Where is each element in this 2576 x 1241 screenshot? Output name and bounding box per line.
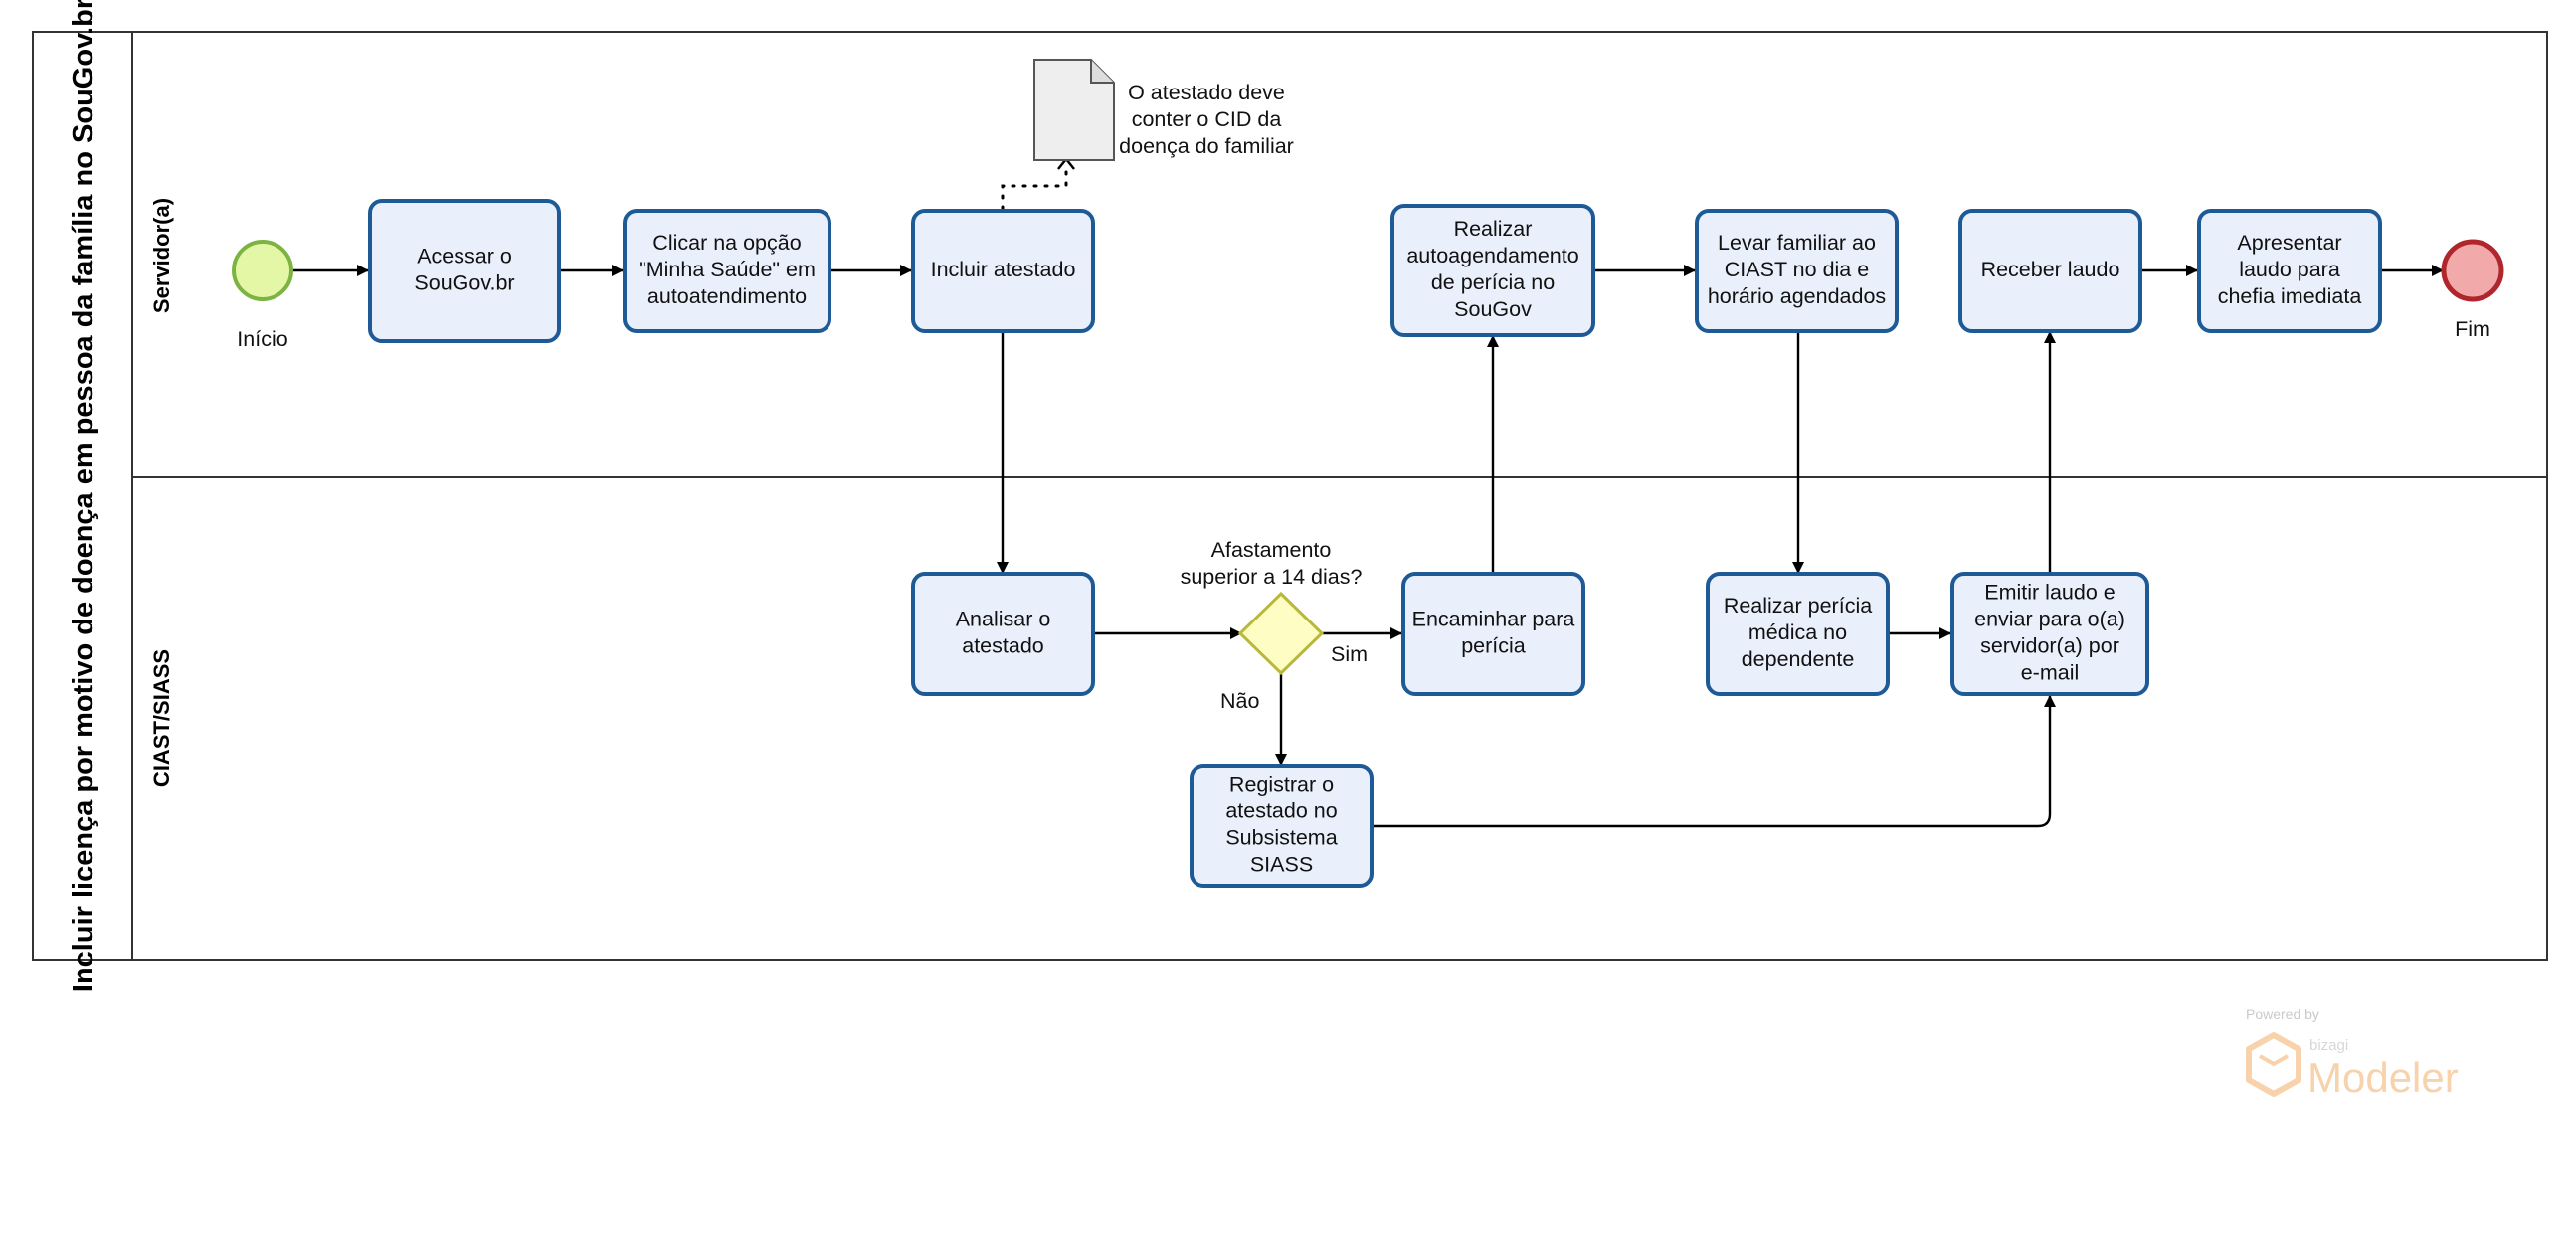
task-label-line: SouGov.br	[414, 271, 514, 295]
task-label-line: chefia imediata	[2218, 284, 2362, 308]
task-box[interactable]	[1401, 572, 1585, 696]
start-event[interactable]	[232, 240, 293, 301]
annotation-document	[1033, 59, 1115, 161]
task-label-line: atestado no	[1225, 799, 1337, 823]
task-label-line: autoatendimento	[647, 284, 807, 308]
gateway-yes-label: Sim	[1331, 642, 1368, 666]
task-label-line: laudo para	[2239, 258, 2340, 281]
gateway-question-line: superior a 14 dias?	[1181, 565, 1363, 589]
task-label-line: Apresentar	[2237, 231, 2341, 255]
task-label-line: médica no	[1748, 620, 1847, 644]
task-box[interactable]	[1390, 204, 1595, 337]
task-label-line: Encaminhar para	[1412, 608, 1575, 631]
task-incluir[interactable]: Incluir atestado	[911, 209, 1095, 333]
task-label-line: Levar familiar ao	[1718, 231, 1876, 255]
task-receber[interactable]: Receber laudo	[1958, 209, 2142, 333]
task-label-line: horário agendados	[1708, 284, 1886, 308]
start-event-label: Início	[237, 327, 287, 351]
lane-label-servidor: Servidor(a)	[149, 198, 174, 313]
watermark-brand-text: bizagi	[2309, 1037, 2348, 1054]
task-label-line: Registrar o	[1229, 773, 1334, 797]
task-levar[interactable]: Levar familiar ao CIAST no dia e horário a…	[1695, 209, 1899, 333]
task-box[interactable]	[1958, 209, 2142, 333]
annotation-text-line: doença do familiar	[1119, 134, 1294, 158]
task-label-line: perícia	[1461, 634, 1526, 658]
task-analisar[interactable]: Analisar o atestado	[911, 572, 1095, 696]
task-label-line: Clicar na opção	[652, 231, 801, 255]
pool-title: Incluir licença por motivo de doença em …	[68, 0, 99, 992]
task-label-line: de perícia no	[1431, 270, 1555, 294]
task-label-line: servidor(a) por	[1980, 634, 2119, 658]
task-emitir[interactable]: Emitir laudo e enviar para o(a) servidor(a…	[1950, 572, 2149, 696]
task-box[interactable]	[911, 209, 1095, 333]
bizagi-logo-icon	[2246, 1032, 2301, 1097]
gateway-question-line: Afastamento	[1211, 538, 1332, 562]
watermark-powered-text: Powered by	[2246, 1006, 2319, 1022]
task-label-line: e-mail	[2021, 661, 2080, 685]
annotation-association	[1001, 165, 1068, 211]
task-label-line: enviar para o(a)	[1974, 608, 2125, 631]
task-label-line: "Minha Saúde" em	[639, 258, 816, 281]
task-label-line: SIASS	[1250, 853, 1313, 877]
lane-label-ciast: CIAST/SIASS	[149, 649, 174, 787]
task-box[interactable]	[1190, 764, 1374, 888]
watermark-product-text: Modeler	[2307, 1054, 2459, 1101]
task-label-line: SouGov	[1454, 297, 1532, 321]
task-label-line: Receber laudo	[1981, 258, 2120, 281]
annotation-text: O atestado deve conter o CID da doença do …	[1119, 81, 1294, 158]
task-box[interactable]	[1695, 209, 1899, 333]
task-clicar[interactable]: Clicar na opção "Minha Saúde" em autoatend…	[623, 209, 831, 333]
pool	[32, 31, 2548, 961]
task-label-line: Analisar o	[956, 608, 1051, 631]
annotation-text-line: conter o CID da	[1132, 107, 1282, 131]
task-label-line: dependente	[1742, 647, 1855, 671]
task-apresentar[interactable]: Apresentar laudo para chefia imediata	[2197, 209, 2382, 333]
end-event-label: Fim	[2455, 317, 2490, 341]
task-realizar-auto[interactable]: Realizar autoagendamento de perícia no SouG…	[1390, 204, 1595, 337]
task-label-line: Subsistema	[1225, 826, 1337, 850]
task-label-line: Emitir laudo e	[1984, 581, 2115, 605]
task-box[interactable]	[911, 572, 1095, 696]
decision-gateway[interactable]	[1237, 591, 1325, 676]
bizagi-watermark: Powered by bizagi Modeler	[2246, 1006, 2459, 1101]
task-acessar[interactable]: Acessar o SouGov.br	[368, 199, 561, 343]
gateway-question: Afastamento superior a 14 dias?	[1181, 538, 1363, 589]
task-label-line: Incluir atestado	[931, 258, 1076, 281]
tasks: Acessar o SouGov.br Clicar na opção "Minha …	[368, 199, 2382, 888]
sequence-flows	[292, 265, 2444, 828]
task-box[interactable]	[2197, 209, 2382, 333]
task-label-line: atestado	[962, 634, 1044, 658]
task-label-line: Acessar o	[417, 245, 512, 268]
task-label-line: CIAST no dia e	[1725, 258, 1869, 281]
task-label-line: Realizar	[1454, 217, 1533, 241]
task-box[interactable]	[1950, 572, 2149, 696]
pool-border	[32, 31, 2548, 961]
gateway-no-label: Não	[1220, 689, 1259, 713]
end-event[interactable]	[2441, 239, 2504, 302]
task-box[interactable]	[1706, 572, 1890, 696]
task-box[interactable]	[368, 199, 561, 343]
document-icon	[1033, 59, 1115, 161]
task-encaminhar[interactable]: Encaminhar para perícia	[1401, 572, 1585, 696]
flow-registrar-emitir	[1374, 695, 2056, 828]
task-label-line: Realizar perícia	[1724, 594, 1872, 618]
annotation-text-line: O atestado deve	[1128, 81, 1285, 104]
task-box[interactable]	[623, 209, 831, 333]
task-label-line: autoagendamento	[1406, 244, 1578, 267]
